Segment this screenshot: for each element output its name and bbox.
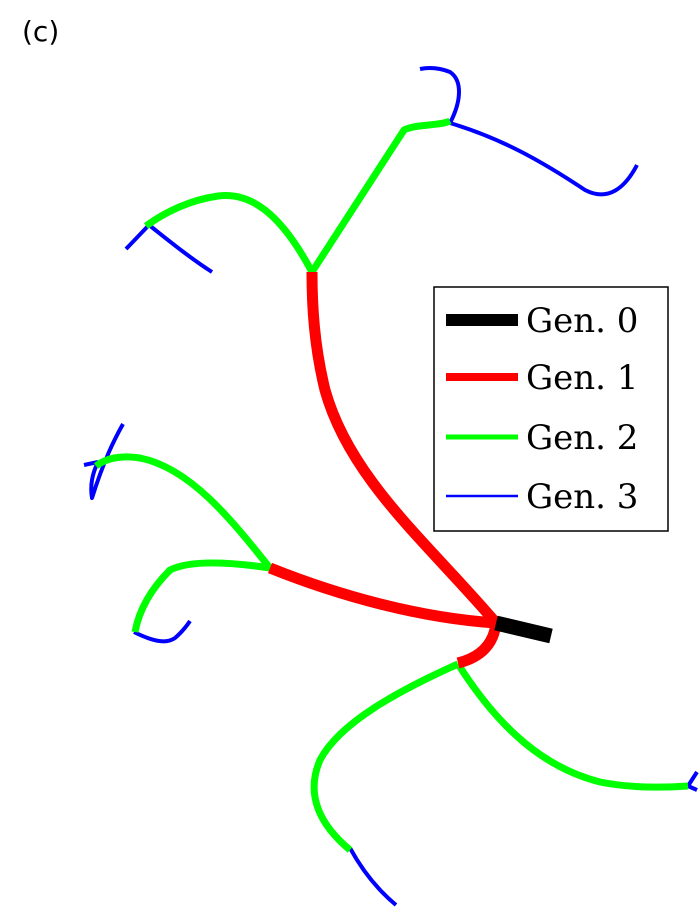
legend: Gen. 0 Gen. 1 Gen. 2 Gen. 3	[433, 286, 669, 532]
gen3-branch	[133, 619, 192, 644]
gen1-branch	[306, 271, 501, 627]
gen3-branch	[89, 423, 125, 500]
gen3-branches	[83, 66, 699, 907]
gen3-branch	[449, 121, 639, 197]
legend-entry-gen2: Gen. 2	[446, 418, 638, 458]
gen0-trunk	[494, 615, 553, 644]
gen2-branch	[93, 453, 273, 571]
gen2-branch	[455, 662, 689, 791]
gen1-branch	[456, 622, 502, 669]
gen3-branch	[419, 66, 461, 124]
legend-entry-gen1: Gen. 1	[446, 358, 638, 398]
gen3-branch	[686, 770, 699, 788]
gen3-branch	[348, 847, 398, 907]
gen0-branches	[494, 615, 553, 644]
legend-label-gen1: Gen. 1	[526, 358, 638, 398]
legend-entry-gen0: Gen. 0	[446, 301, 638, 341]
legend-label-gen3: Gen. 3	[526, 477, 638, 517]
gen3-branch	[687, 784, 698, 792]
legend-label-gen0: Gen. 0	[526, 301, 638, 341]
gen1-branch	[267, 562, 497, 629]
gen2-branch	[143, 192, 316, 274]
panel-label: (c)	[22, 15, 60, 48]
gen3-branch	[147, 223, 214, 274]
gen3-branch	[124, 223, 151, 251]
gen2-branches	[93, 117, 689, 853]
legend-box	[433, 286, 669, 532]
gen2-branch	[131, 559, 271, 633]
gen2-branch	[310, 660, 460, 853]
legend-label-gen2: Gen. 2	[526, 418, 638, 458]
legend-entry-gen3: Gen. 3	[446, 477, 638, 517]
gen2-branch	[309, 117, 452, 274]
